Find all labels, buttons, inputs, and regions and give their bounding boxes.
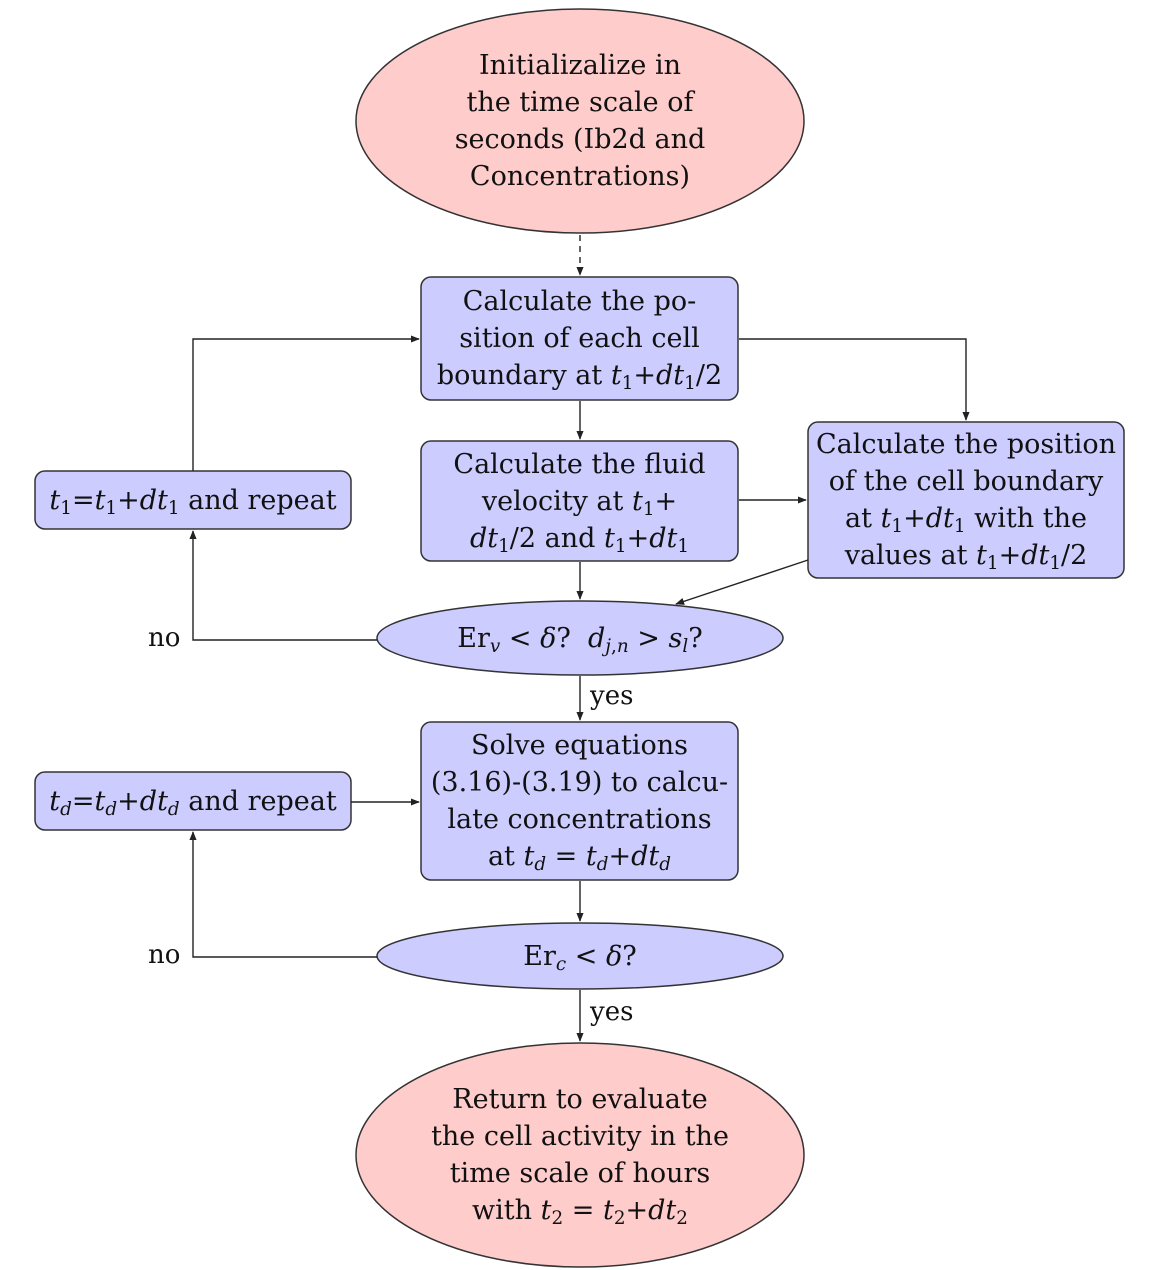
solve-equations-expression: td = td+dtd xyxy=(523,841,672,876)
calc-fluid-velocity-expression-c: t1+dt1 xyxy=(604,522,690,557)
solve-equations-label: Solve equations (3.16)-(3.19) to calcu- … xyxy=(421,722,738,880)
calc-boundary-half-box xyxy=(420,276,739,401)
update-t1-expression: t1=t1+dt1 xyxy=(49,484,180,519)
calc-boundary-full-line-3-prefix: at xyxy=(845,503,881,534)
calc-boundary-full-line-1: Calculate the position xyxy=(815,429,1116,460)
arrow-boundary-full-to-decision-velocity xyxy=(675,559,809,605)
decision-velocity-er: Er xyxy=(457,622,490,654)
calc-fluid-velocity-expression-b: dt1/2 xyxy=(469,522,537,557)
calc-boundary-full-line-2: of the cell boundary xyxy=(828,466,1104,497)
arrow-update-t1-to-calc-boundary-half xyxy=(192,335,420,471)
calc-fluid-velocity-line-2-prefix: velocity at xyxy=(481,485,632,517)
calc-fluid-velocity-expression-a: t1+ xyxy=(631,485,678,520)
decision-velocity-ellipse xyxy=(376,600,784,676)
edge-label-no-velocity: no xyxy=(148,623,181,653)
decision-concentration-expression: c < δ? xyxy=(555,940,637,975)
edge-label-yes-velocity: yes xyxy=(590,681,634,711)
calc-boundary-full-line-3-suffix: with the xyxy=(965,503,1087,534)
calc-boundary-full-line-4-prefix: values at xyxy=(844,540,977,571)
arrow-decision-velocity-no-to-update-t1 xyxy=(189,530,377,641)
calc-boundary-full-expression-b: t1+dt1/2 xyxy=(976,540,1088,575)
decision-velocity-expression: v < δ? dj,n > sl? xyxy=(489,622,703,657)
calc-boundary-half-time-expression: t1+dt1/2 xyxy=(610,360,723,395)
calc-boundary-full-label: Calculate the position of the cell bound… xyxy=(808,422,1124,578)
start-ellipse xyxy=(355,8,805,234)
calc-fluid-velocity-label: Calculate the fluid velocity at t1+ dt1/… xyxy=(421,441,738,561)
decision-concentration-label: Erc < δ? xyxy=(377,923,783,989)
start-label: Initializalize in the time scale of seco… xyxy=(400,41,760,201)
edge-label-no-concentration: no xyxy=(148,940,181,970)
start-line-1: Initializalize in xyxy=(479,50,681,81)
update-td-label: td=td+dtd and repeat xyxy=(35,772,351,830)
start-line-3: seconds (Ib2d and xyxy=(454,124,706,155)
start-line-4: Concentrations) xyxy=(469,161,691,192)
arrow-boundary-half-to-boundary-full xyxy=(739,338,970,421)
solve-equations-line-3: late concentrations xyxy=(447,804,712,835)
calc-fluid-velocity-box xyxy=(420,440,739,562)
update-td-suffix: and repeat xyxy=(179,785,337,817)
calc-fluid-velocity-line-1: Calculate the fluid xyxy=(453,448,706,480)
update-td-box xyxy=(34,771,352,831)
update-t1-suffix: and repeat xyxy=(179,484,337,516)
decision-concentration-er: Er xyxy=(523,940,556,972)
end-line-4-prefix: with xyxy=(472,1195,541,1226)
start-line-2: the time scale of xyxy=(466,87,694,118)
solve-equations-line-2: (3.16)-(3.19) to calcu- xyxy=(430,767,729,798)
end-expression: t2 = t2+dt2 xyxy=(540,1195,688,1230)
end-line-3: time scale of hours xyxy=(449,1158,711,1189)
edge-label-yes-concentration: yes xyxy=(590,997,634,1027)
decision-velocity-label: Erv < δ? dj,n > sl? xyxy=(377,601,783,675)
arrow-decision-concentration-no-to-update-td xyxy=(189,831,377,958)
calc-fluid-velocity-line-3-mid: and xyxy=(536,522,605,554)
decision-concentration-ellipse xyxy=(376,922,784,990)
solve-equations-line-1: Solve equations xyxy=(471,730,688,761)
end-label: Return to evaluate the cell activity in … xyxy=(400,1075,760,1235)
calc-boundary-full-box xyxy=(807,421,1125,579)
end-line-2: the cell activity in the xyxy=(431,1121,729,1152)
calc-boundary-half-line-2: sition of each cell xyxy=(459,323,700,354)
end-ellipse xyxy=(355,1042,805,1268)
calc-boundary-half-line-1: Calculate the po- xyxy=(462,286,697,317)
calc-boundary-full-expression-a: t1+dt1 xyxy=(880,503,966,538)
solve-equations-line-4-prefix: at xyxy=(487,841,524,872)
end-line-1: Return to evaluate xyxy=(452,1084,708,1115)
update-td-expression: td=td+dtd xyxy=(49,785,180,820)
solve-equations-box xyxy=(420,721,739,881)
calc-boundary-half-label: Calculate the po- sition of each cell bo… xyxy=(421,277,738,400)
update-t1-label: t1=t1+dt1 and repeat xyxy=(35,471,351,529)
calc-boundary-half-line-3-prefix: boundary at xyxy=(436,360,611,391)
